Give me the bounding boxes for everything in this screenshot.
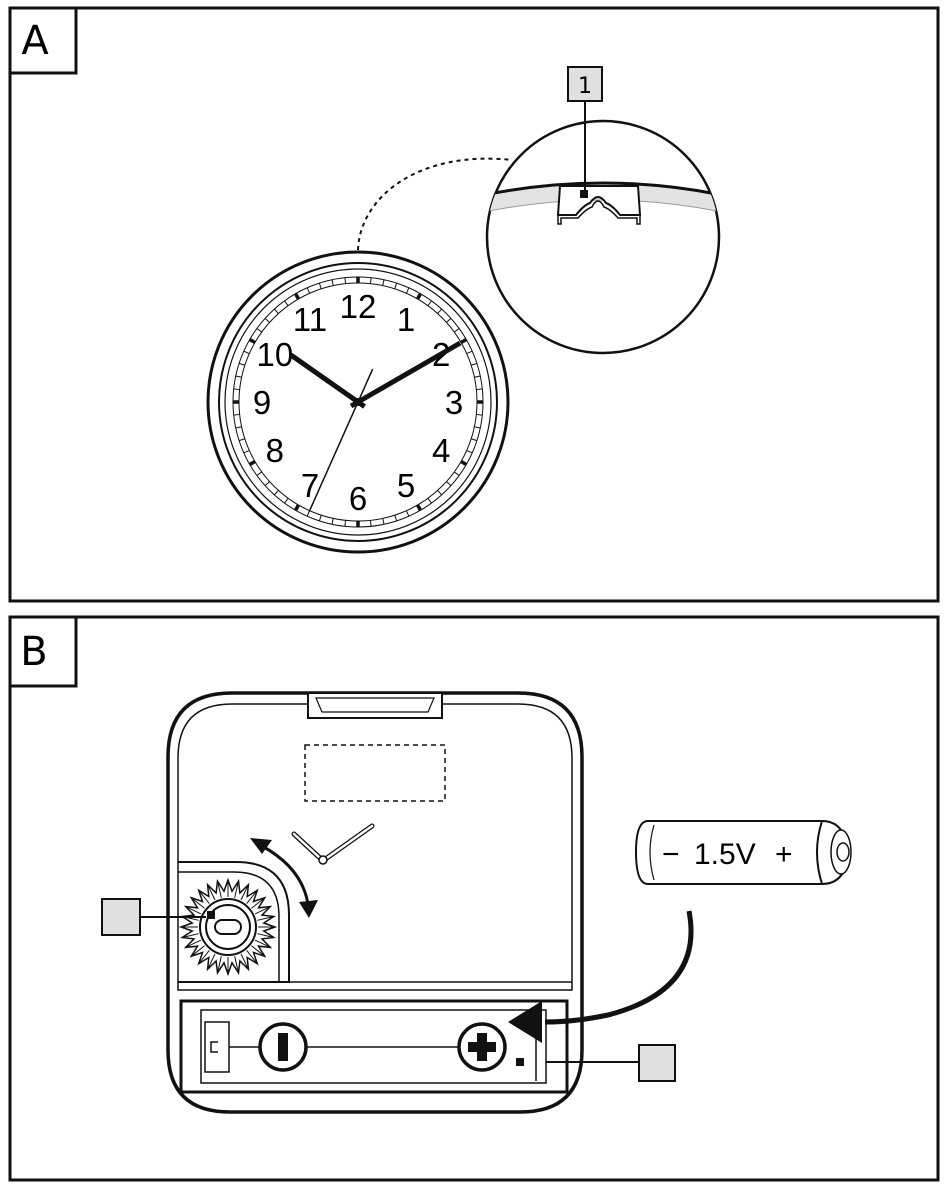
minute-tick — [234, 414, 240, 415]
panel-a-letter: A — [21, 18, 49, 64]
hour-numeral: 6 — [349, 480, 367, 517]
callout-1-number: 1 — [578, 74, 592, 99]
battery-plus-sign: + — [775, 838, 793, 871]
hanging-slot — [308, 693, 442, 718]
minute-tick — [234, 389, 240, 390]
plus-symbol-icon — [459, 1024, 505, 1070]
hour-numeral: 9 — [253, 384, 271, 421]
hanger-detail-magnifier: 1 — [470, 67, 736, 353]
panel-a-frame — [10, 8, 938, 601]
magnifier-circle — [487, 121, 719, 353]
hour-numeral: 5 — [397, 467, 415, 504]
minus-symbol-icon — [260, 1024, 306, 1070]
hand-hub — [354, 398, 362, 406]
compartment-marker — [516, 1058, 524, 1066]
battery-terminal — [837, 843, 849, 861]
minute-tick — [345, 278, 346, 284]
hour-numeral: 3 — [445, 384, 463, 421]
minute-tick — [476, 414, 482, 415]
aa-battery: − 1.5V + — [636, 821, 851, 884]
compartment-callout-box — [639, 1045, 675, 1081]
battery-voltage: 1.5V — [694, 838, 756, 871]
panel-b: B — [10, 617, 938, 1180]
clock-back-housing — [102, 693, 675, 1112]
knob-callout-box — [102, 899, 140, 935]
hour-numeral: 1 — [397, 301, 415, 338]
hour-numeral: 8 — [266, 432, 284, 469]
hour-numeral: 12 — [340, 288, 377, 325]
panel-b-letter: B — [20, 629, 47, 675]
hour-numeral: 7 — [301, 467, 319, 504]
battery-compartment — [181, 1001, 567, 1092]
hour-numeral: 10 — [257, 336, 294, 373]
knob-marker — [207, 911, 215, 919]
minute-tick — [476, 389, 482, 390]
minute-tick — [370, 278, 371, 284]
minute-tick — [345, 520, 346, 526]
battery-minus-sign: − — [662, 838, 680, 871]
hour-numeral: 11 — [293, 301, 327, 338]
panel-a: A 121234567891011 — [10, 8, 938, 601]
hour-numeral: 4 — [432, 432, 450, 469]
minute-tick — [370, 520, 371, 526]
wall-clock: 121234567891011 — [208, 252, 508, 552]
battery-spring-contact — [205, 1022, 229, 1072]
